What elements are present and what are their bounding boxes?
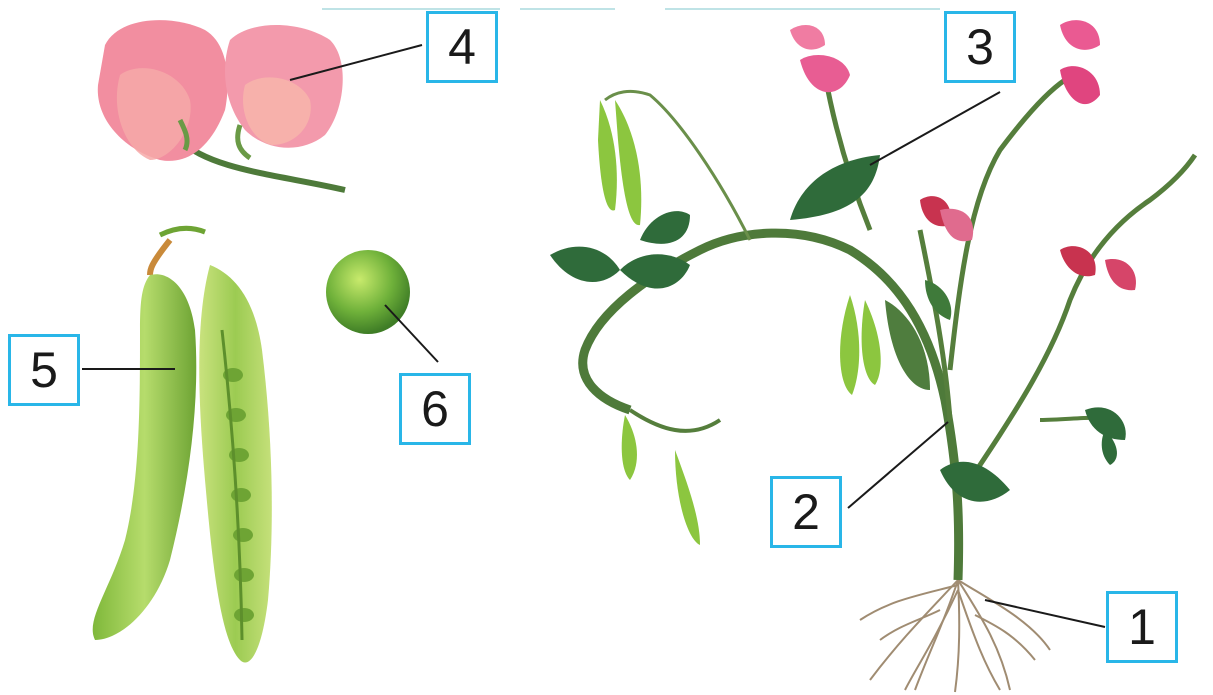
label-flower: 4 [426,11,498,83]
leader-line-stem [848,422,948,508]
label-pod: 5 [8,334,80,406]
seed-illustration [326,250,410,334]
leader-line-seed [385,305,438,362]
label-leaf: 3 [944,11,1016,83]
plant-illustration [550,20,1195,692]
pod-illustration [93,228,272,662]
leader-line-root [985,600,1105,627]
label-seed-number: 6 [421,380,449,438]
label-seed: 6 [399,373,471,445]
flower-illustration [98,20,345,190]
label-root-number: 1 [1128,598,1156,656]
label-pod-number: 5 [30,341,58,399]
label-stem: 2 [770,476,842,548]
label-root: 1 [1106,591,1178,663]
label-leaf-number: 3 [966,18,994,76]
label-stem-number: 2 [792,483,820,541]
leader-line-leaf [870,92,1000,165]
roots [860,580,1050,692]
label-flower-number: 4 [448,18,476,76]
